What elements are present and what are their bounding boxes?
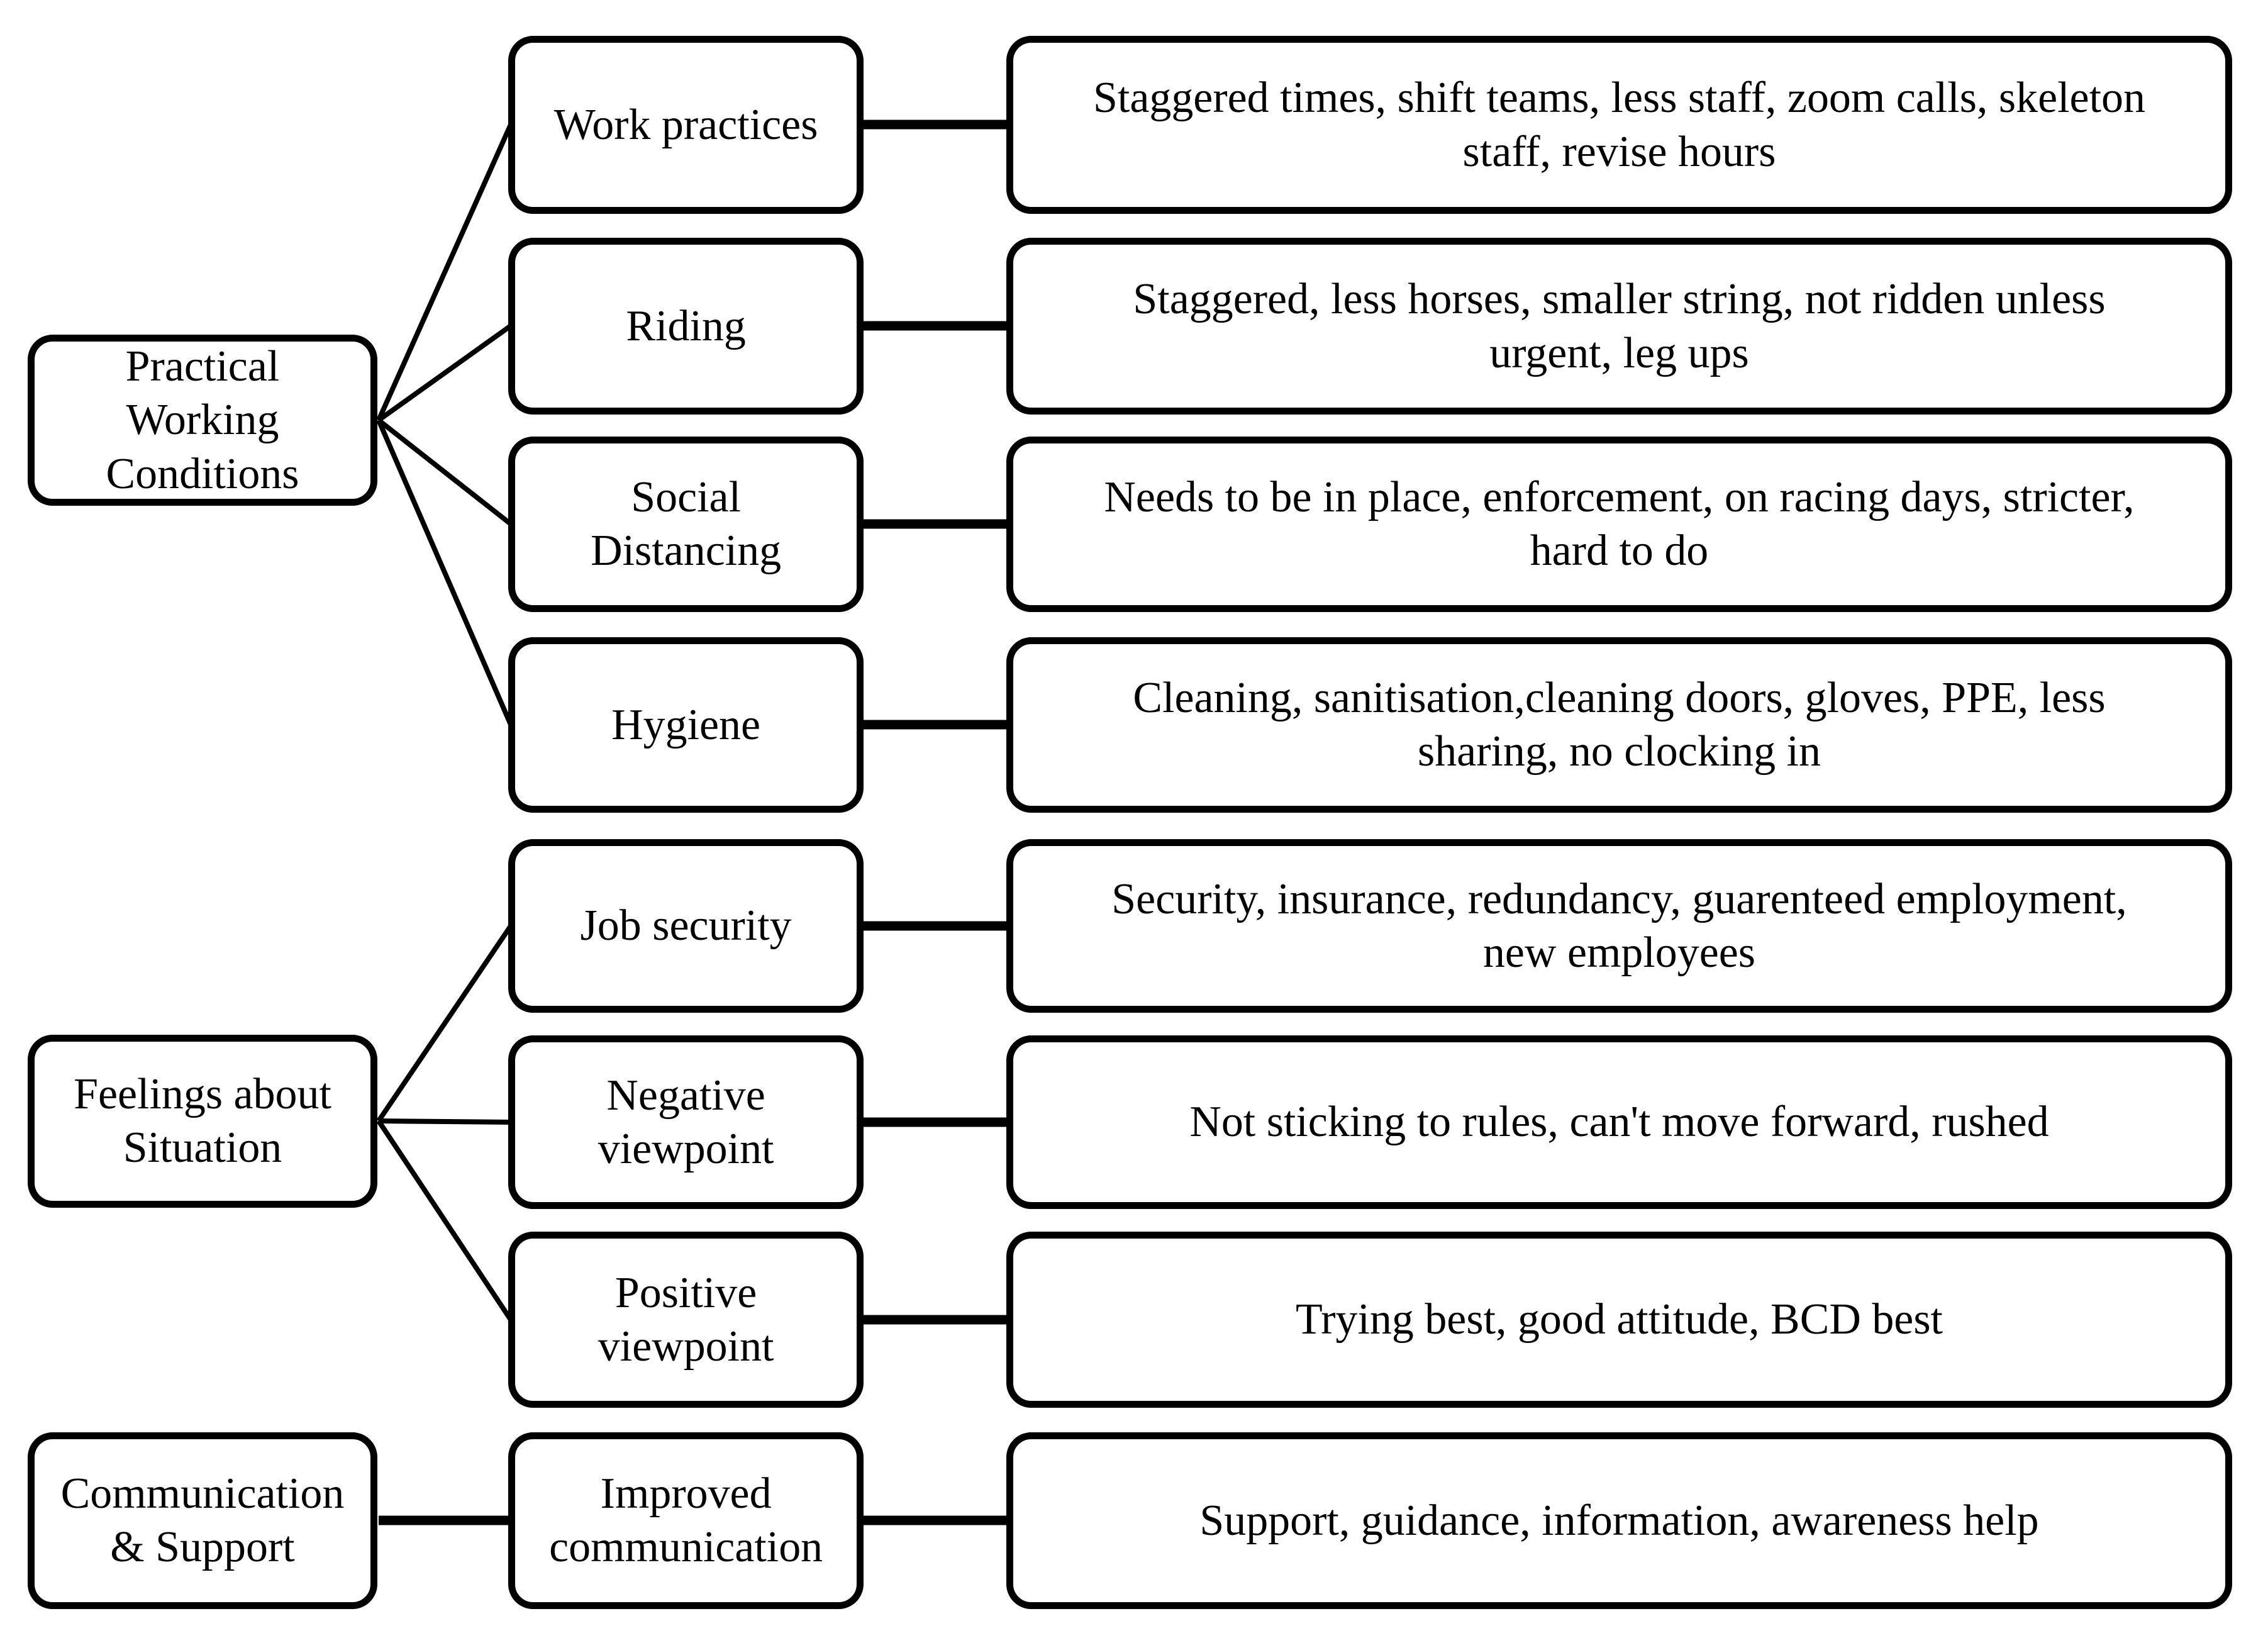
subtheme-box-negative-viewpoint: Negative viewpoint [508, 1035, 864, 1209]
subtheme-box-work-practices: Work practices [508, 36, 864, 214]
connector-line-theme2-job-security [376, 924, 513, 1123]
subtheme-box-positive-viewpoint: Positive viewpoint [508, 1231, 864, 1408]
codes-box-negative-viewpoint: Not sticking to rules, can't move forwar… [1006, 1035, 2232, 1209]
theme-box-communication-support: Communication & Support [27, 1432, 378, 1609]
connector-line-theme2-negative-viewpoint [378, 1118, 511, 1125]
codes-box-positive-viewpoint: Trying best, good attitude, BCD best [1006, 1231, 2232, 1408]
subtheme-box-hygiene: Hygiene [508, 637, 864, 813]
connector-line-theme1-hygiene [376, 419, 513, 726]
codes-box-work-practices: Staggered times, shift teams, less staff… [1006, 36, 2232, 214]
connector-line-theme1-work-practices [376, 123, 513, 421]
codes-box-social-distancing: Needs to be in place, enforcement, on ra… [1006, 436, 2232, 612]
connector-line-theme2-positive-viewpoint [376, 1119, 513, 1322]
subtheme-box-riding: Riding [508, 238, 864, 415]
codes-box-job-security: Security, insurance, redundancy, guarent… [1006, 839, 2232, 1013]
theme-box-feelings-about-situation: Feelings about Situation [27, 1034, 378, 1208]
codes-box-improved-communication: Support, guidance, information, awarenes… [1006, 1432, 2232, 1609]
connector-line-theme1-social-distancing [377, 418, 513, 526]
codes-box-riding: Staggered, less horses, smaller string, … [1006, 238, 2232, 415]
theme-box-practical-working-conditions: Practical Working Conditions [27, 334, 378, 506]
connector-line-theme1-riding [377, 323, 513, 423]
subtheme-box-social-distancing: Social Distancing [508, 436, 864, 612]
subtheme-box-improved-communication: Improved communication [508, 1432, 864, 1609]
codes-box-hygiene: Cleaning, sanitisation,cleaning doors, g… [1006, 637, 2232, 813]
subtheme-box-job-security: Job security [508, 839, 864, 1013]
